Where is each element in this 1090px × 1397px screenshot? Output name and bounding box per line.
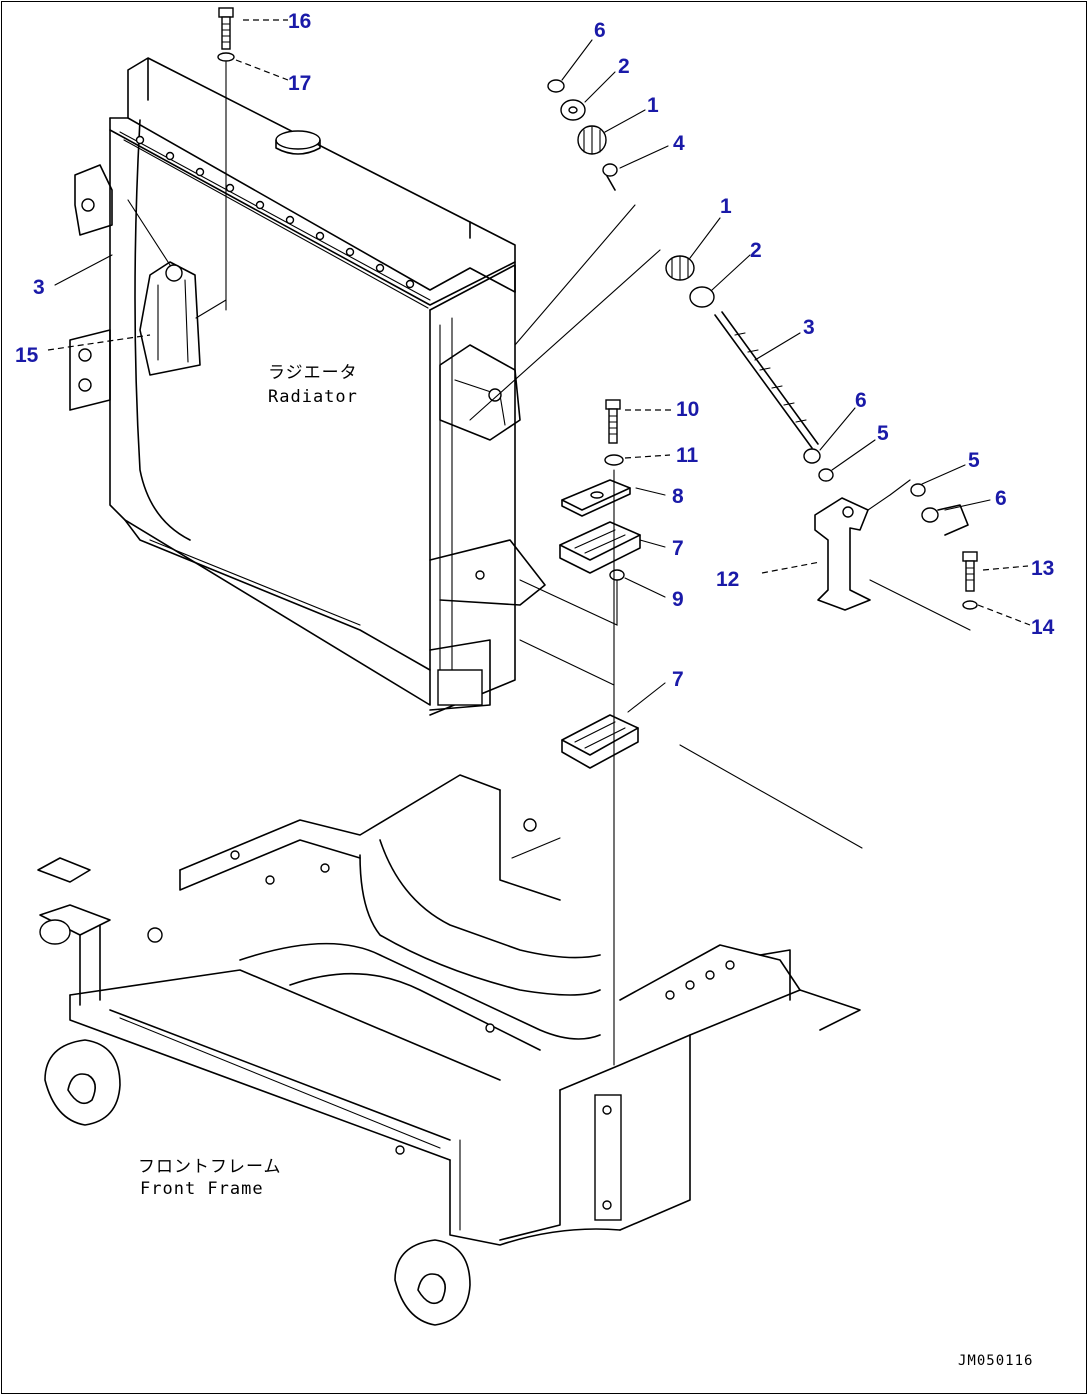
callout-16: 16 [288,10,311,33]
nut-6-stay [803,448,821,464]
callout-10: 10 [676,398,699,421]
cushion-1-stay [665,255,695,281]
radiator-top-bolts [135,135,415,289]
callout-5-right: 5 [968,449,980,472]
callout-3-stay: 3 [803,316,815,339]
collar-9 [609,569,625,581]
callout-1-stay: 1 [720,195,732,218]
callout-7-top: 7 [672,537,684,560]
stay-rod-3 [714,311,819,449]
callout-12: 12 [716,568,739,591]
washer-2-stay [689,286,715,308]
callout-5-stay: 5 [877,422,889,445]
bracket-12 [814,479,971,631]
callout-13: 13 [1031,557,1054,580]
callout-1: 1 [647,94,659,117]
callout-7-bottom: 7 [672,668,684,691]
callout-14: 14 [1031,616,1055,639]
washer-5-stay [818,468,834,482]
radiator: ラジエータ Radiator [69,57,546,716]
callout-3-left: 3 [33,276,45,299]
radiator-label-jp: ラジエータ [268,363,358,383]
collar-4 [602,163,618,191]
callout-11: 11 [676,444,699,467]
callouts: 16 17 6 2 1 4 1 2 3 3 15 10 11 6 5 5 8 6… [15,10,1055,691]
callout-17: 17 [288,72,311,95]
callout-4: 4 [673,132,685,155]
bolt-13 [962,551,978,592]
washer-2-top [560,99,586,121]
plate-8 [561,479,631,517]
mount-rubber-7-bottom [561,714,639,769]
bolt-10 [605,399,621,444]
mount-rubber-7-top [559,521,641,574]
cushion-1-top [577,125,607,155]
radiator-label-en: Radiator [268,387,358,407]
bolt-16 [218,7,234,50]
washer-17 [217,52,235,62]
callout-6: 6 [594,19,606,42]
callout-8: 8 [672,485,684,508]
washer-11 [604,454,624,466]
drawing-code: JM050116 [958,1353,1033,1369]
front-frame: フロントフレーム Front Frame [37,774,861,1326]
washer-14 [962,600,978,610]
callout-6-right: 6 [995,487,1007,510]
callout-6-stay: 6 [855,389,867,412]
callout-15: 15 [15,344,39,367]
callout-2-stay: 2 [750,239,762,262]
front-frame-label-en: Front Frame [140,1179,264,1199]
nut-6-top [547,79,565,93]
callout-9: 9 [672,588,684,611]
nut-6-right [921,504,969,536]
front-frame-label-jp: フロントフレーム [138,1157,282,1177]
callout-2: 2 [618,55,630,78]
washer-5-right [910,483,926,497]
leader-lines [47,19,1031,713]
